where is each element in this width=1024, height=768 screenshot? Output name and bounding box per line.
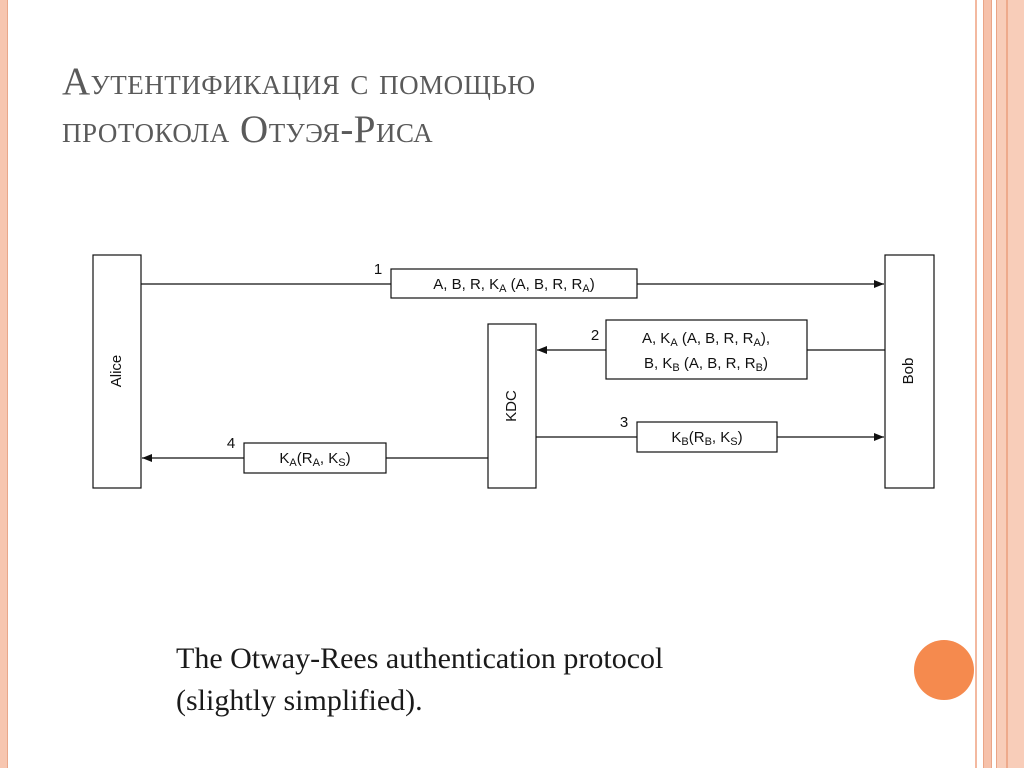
message-2-number: 2 (591, 327, 599, 344)
participant-kdc-label: KDC (503, 390, 520, 422)
message-1: 1 A, B, R, KA (A, B, R, RA) (141, 261, 884, 299)
participant-alice-label: Alice (108, 355, 125, 388)
message-1-number: 1 (374, 261, 382, 278)
protocol-diagram-svg: Alice KDC Bob 1 A, B, R, KA (A, B, R, RA… (92, 254, 935, 489)
participant-alice: Alice (92, 254, 142, 489)
slide-title-line-2: протокола Отуэя-Риса (62, 108, 434, 151)
decorative-orange-circle (914, 640, 974, 700)
slide-title-line-1: Аутентификация с помощью (62, 60, 536, 103)
message-4-label: KA(RA, KS) (279, 450, 350, 469)
right-frame-band (983, 0, 992, 768)
message-4-box (243, 442, 387, 474)
message-2-label-line-2: B, KB (A, B, R, RB) (644, 355, 768, 374)
caption-line-2: (slightly simplified). (176, 684, 423, 717)
left-frame-border (0, 0, 8, 768)
message-2: 2 A, KA (A, B, R, RA), B, KB (A, B, R, R… (537, 319, 885, 380)
slide-title: Аутентификация с помощью протокола Отуэя… (62, 58, 942, 154)
participant-kdc: KDC (487, 323, 537, 489)
message-3-label: KB(RB, KS) (671, 429, 742, 448)
participant-bob: Bob (884, 254, 935, 489)
message-4-number: 4 (227, 435, 235, 452)
message-1-label: A, B, R, KA (A, B, R, RA) (433, 276, 594, 295)
message-3: 3 KB(RB, KS) (536, 414, 884, 453)
message-1-box (390, 268, 638, 299)
right-frame-edge (996, 0, 1024, 768)
right-frame-line (975, 0, 977, 768)
message-2-label-line-1: A, KA (A, B, R, RA), (642, 330, 770, 349)
participant-bob-label: Bob (900, 358, 917, 385)
slide-caption: The Otway-Rees authentication protocol (… (176, 638, 896, 722)
protocol-diagram: Alice KDC Bob 1 A, B, R, KA (A, B, R, RA… (90, 250, 940, 495)
message-2-box (605, 319, 808, 380)
caption-line-1: The Otway-Rees authentication protocol (176, 642, 664, 675)
message-4: 4 KA(RA, KS) (142, 435, 488, 474)
message-3-box (636, 421, 778, 453)
message-3-number: 3 (620, 414, 628, 431)
